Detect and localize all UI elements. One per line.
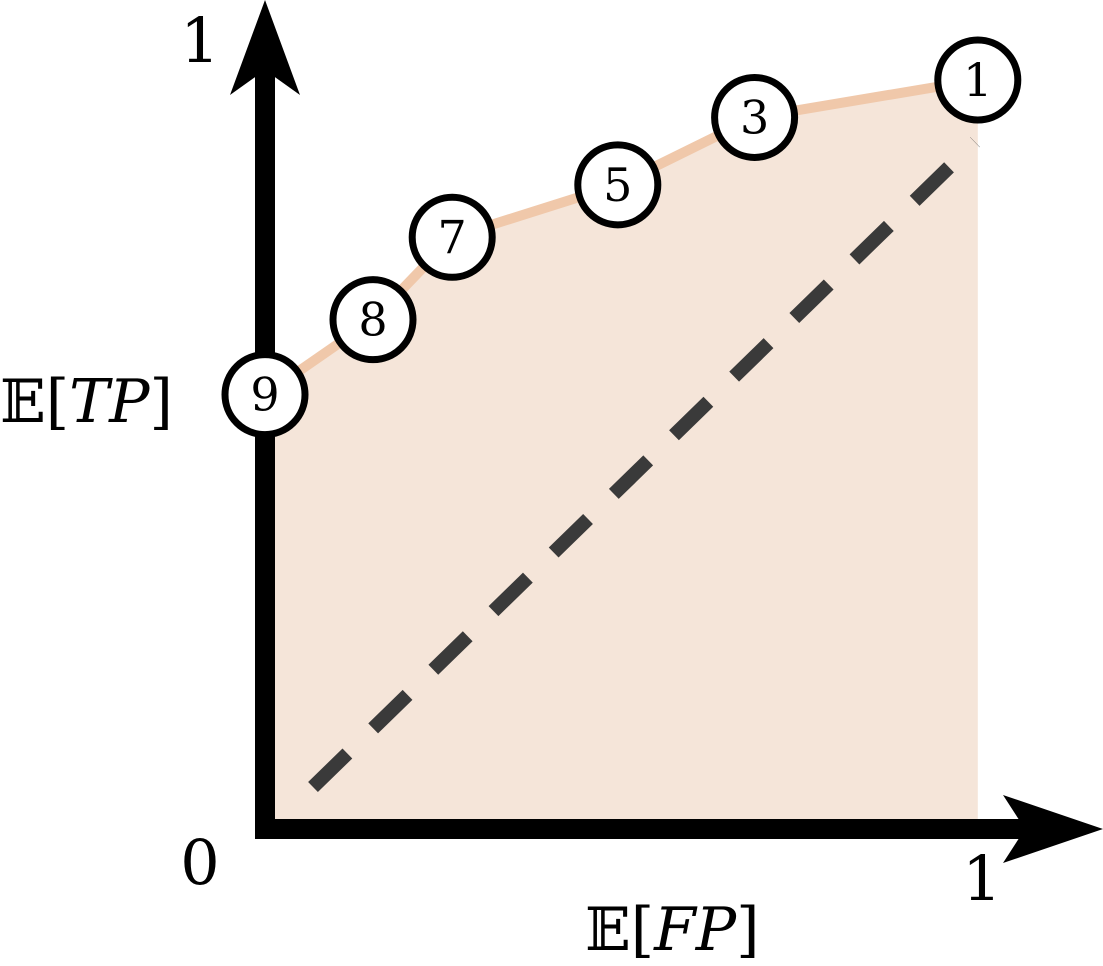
diagonal-reference-line	[308, 136, 980, 793]
y-tick-max: 1	[180, 4, 219, 77]
curve-point-3: 3	[711, 73, 799, 161]
curve-point-circle	[221, 351, 309, 439]
curve-point-5: 5	[574, 141, 662, 229]
origin-tick: 0	[180, 826, 219, 899]
curve-point-circle	[934, 36, 1022, 124]
diagonal-layer	[308, 136, 980, 793]
node-layer: 9 87 5 3 1	[221, 36, 1022, 439]
y-axis-label-close: ]	[150, 367, 173, 437]
curve-point-circle	[711, 73, 799, 161]
curve-point-label: 9	[250, 368, 279, 422]
y-axis-label-bb: 𝔼	[0, 367, 46, 437]
x-axis-label: 𝔼[FP]	[585, 895, 760, 965]
curve-point-9: 9	[221, 351, 309, 439]
curve-point-label: 1	[963, 53, 992, 107]
curve-point-8: 8	[329, 276, 417, 364]
curve-point-label: 5	[603, 158, 632, 212]
curve-point-7: 7	[408, 193, 496, 281]
y-axis-label-var: TP	[69, 367, 151, 437]
curve-point-label: 7	[438, 210, 467, 264]
curve-point-label: 3	[740, 90, 769, 144]
y-axis-arrowhead	[230, 0, 300, 95]
x-axis-label-close: ]	[736, 895, 759, 965]
x-tick-max: 1	[962, 842, 1001, 915]
x-axis-arrowhead	[1003, 795, 1103, 863]
curve-point-circle	[329, 276, 417, 364]
x-axis-label-open: [	[631, 895, 654, 965]
x-axis-label-bb: 𝔼	[585, 895, 631, 965]
x-axis-label-var: FP	[653, 895, 738, 965]
curve-point-circle	[574, 141, 662, 229]
curve-point-circle	[408, 193, 496, 281]
y-axis-label: 𝔼[TP]	[0, 367, 173, 437]
y-axis-label-open: [	[46, 367, 69, 437]
curve-point-1: 1	[934, 36, 1022, 124]
curve-point-label: 8	[358, 293, 387, 347]
